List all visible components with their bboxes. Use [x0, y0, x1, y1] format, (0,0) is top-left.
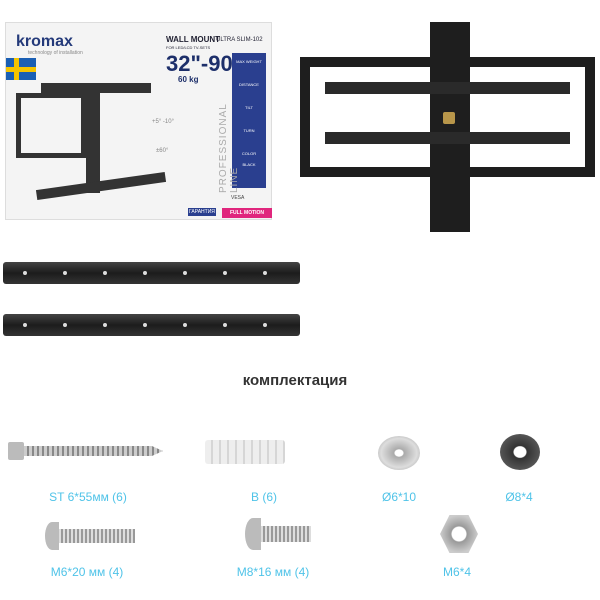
hex-nut-icon [440, 515, 478, 553]
spec: MAX WEIGHT [236, 59, 262, 64]
spec: COLOR [241, 151, 257, 156]
line-label: PROFESSIONAL LINE [218, 103, 240, 193]
bolt-icon [45, 522, 135, 550]
product-name: WALL MOUNT [166, 35, 221, 44]
product-subtitle: FOR LED/LCD TV-SETS [166, 45, 211, 50]
spec: TURN [243, 128, 255, 133]
mount-image [35, 172, 167, 200]
mount-image [86, 83, 100, 193]
wall-anchor-icon [205, 440, 285, 464]
item-label: ST 6*55мм (6) [49, 490, 127, 504]
rubber-washer-icon [500, 434, 540, 470]
item-label: Ø8*4 [505, 490, 533, 504]
vertical-rail-image [3, 314, 300, 336]
spec: DISTANCE [239, 82, 259, 87]
lag-screw-icon [8, 440, 163, 462]
size-range: 32"-90" [166, 51, 244, 76]
spec-panel: MAX WEIGHT DISTANCE TILT TURN COLOR BLAC… [232, 53, 266, 188]
item-label: M6*20 мм (4) [50, 565, 124, 579]
max-weight: 60 kg [178, 75, 199, 84]
model: ULTRA SLIM-102 [216, 37, 263, 43]
item-label: B (6) [250, 490, 278, 504]
product-box: kromax technology of installation WALL M… [5, 22, 272, 220]
turn-label: ±60° [156, 148, 169, 154]
spec: TILT [245, 105, 253, 110]
sweden-flag-icon [6, 58, 36, 80]
bolt-icon [245, 518, 311, 550]
item-label: Ø6*10 [381, 490, 417, 504]
vertical-rail-image [3, 262, 300, 284]
spec: BLACK [242, 162, 256, 167]
mount-image [16, 93, 86, 158]
vesa-label: VESA [231, 195, 245, 201]
brand-tagline: technology of installation [28, 50, 83, 56]
metal-washer-icon [378, 436, 420, 470]
item-label: M8*16 мм (4) [236, 565, 310, 579]
item-label: M6*4 [442, 565, 472, 579]
wall-bracket-image [300, 22, 595, 232]
brand-logo: kromax [16, 33, 73, 50]
kit-contents-title: комплектация [242, 372, 348, 389]
guarantee-label: ГАРАНТИЯ [188, 208, 216, 216]
tilt-label: +5° -10° [152, 119, 174, 125]
full-motion-badge: FULL MOTION [222, 208, 272, 218]
